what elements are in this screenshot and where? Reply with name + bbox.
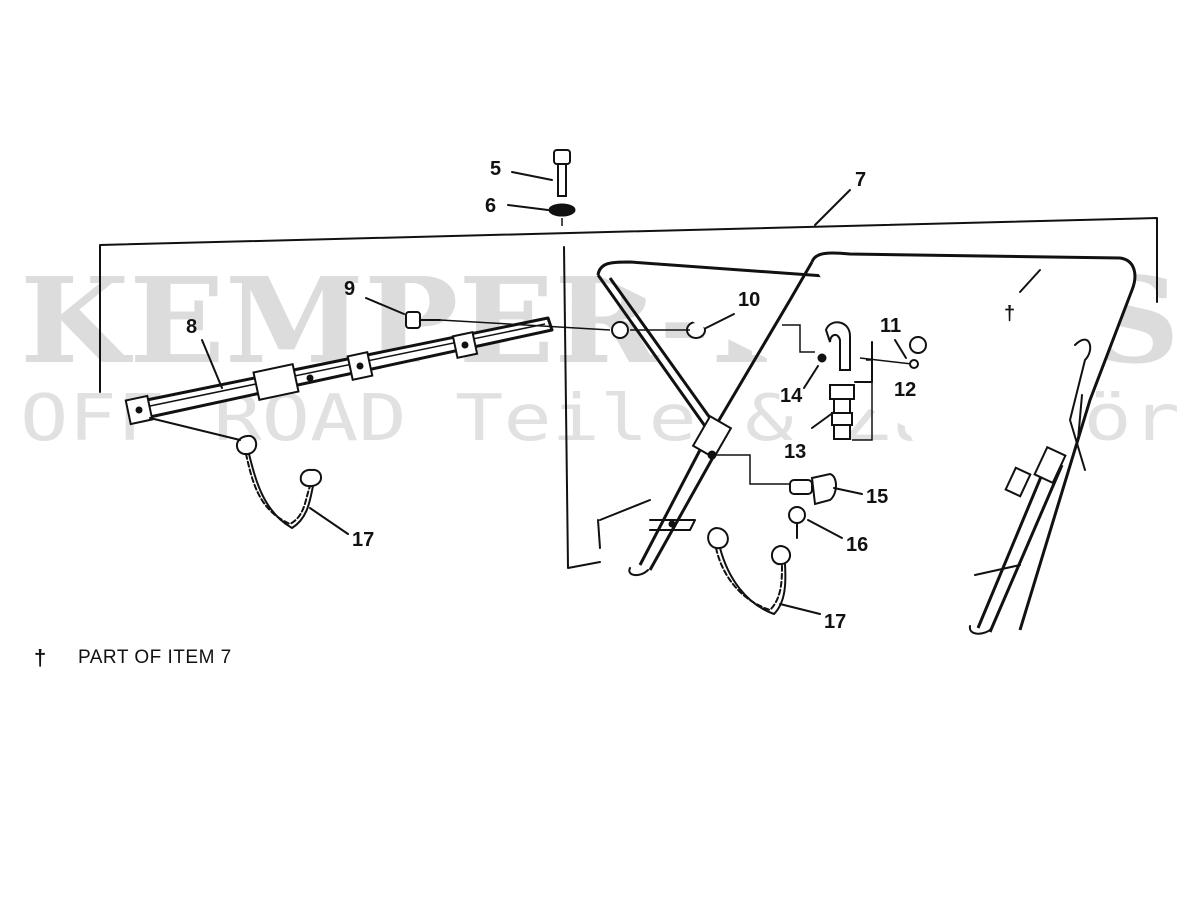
legend-dagger-symbol: †: [34, 645, 47, 670]
callout-10: 10: [738, 289, 760, 311]
clip-assembly: [782, 321, 919, 441]
pin-and-chain-right: [707, 454, 837, 615]
callout-6: 6: [485, 195, 496, 217]
lanyard-chain-left: [149, 417, 322, 529]
callout-12: 12: [894, 379, 916, 401]
legend: † PART OF ITEM 7: [34, 645, 232, 671]
screw-and-nut: [405, 311, 706, 339]
callout-9: 9: [344, 278, 355, 300]
callout-5: 5: [490, 158, 501, 180]
callout-11: 11: [880, 315, 901, 337]
callout-17-left: 17: [352, 529, 374, 551]
callout-7: 7: [855, 169, 866, 191]
item-7-bracket: [99, 217, 1158, 569]
callout-8: 8: [186, 316, 197, 338]
callout-dagger: †: [1004, 303, 1015, 325]
legend-text: PART OF ITEM 7: [78, 647, 232, 668]
callout-16: 16: [846, 534, 868, 556]
callout-14: 14: [780, 385, 803, 407]
callout-15: 15: [866, 486, 888, 508]
callout-13: 13: [784, 441, 806, 463]
callout-17-right: 17: [824, 611, 846, 633]
telescoping-bar: [124, 316, 554, 426]
bow-frame: [596, 251, 1137, 635]
bolt-and-washer: [548, 149, 576, 226]
leader-lines: [201, 171, 1041, 615]
